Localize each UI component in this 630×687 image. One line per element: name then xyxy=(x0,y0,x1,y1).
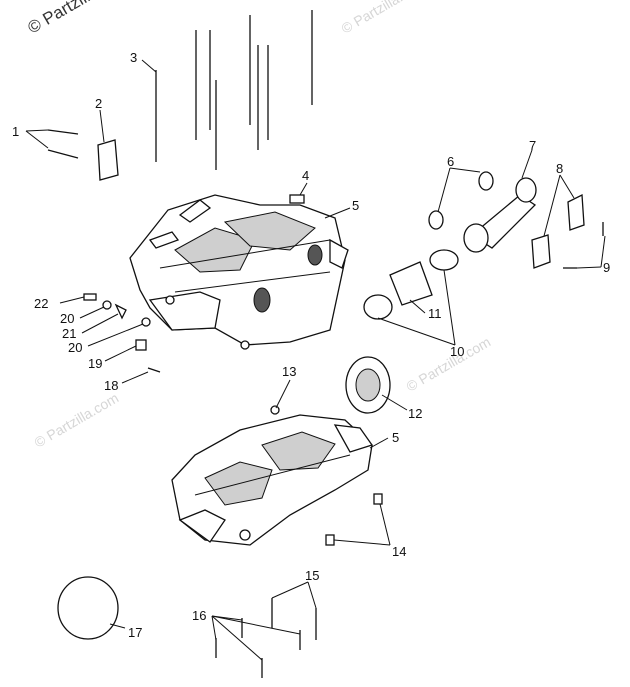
callout-11: 11 xyxy=(428,306,442,321)
callout-9: 9 xyxy=(603,260,610,275)
callout-3: 3 xyxy=(130,50,137,65)
watermark-main: © Partzilla.com xyxy=(25,0,134,37)
part-19-bushing xyxy=(135,339,147,351)
part-17-ring xyxy=(57,576,119,640)
part-20-washer-b xyxy=(141,317,151,327)
callout-16: 16 xyxy=(192,608,206,623)
watermark-left: © Partzilla.com xyxy=(32,390,122,451)
part-22-screw xyxy=(83,293,97,301)
callout-4: 4 xyxy=(302,168,309,183)
part-21-clip xyxy=(114,303,127,320)
callout-5-bottom: 5 xyxy=(392,430,399,445)
part-10-clamp-b xyxy=(363,294,393,320)
part-14-plug-a xyxy=(373,493,383,505)
part-8-bracket-a xyxy=(567,193,585,231)
callout-20-top: 20 xyxy=(60,311,74,326)
callout-21: 21 xyxy=(62,326,76,341)
callout-19: 19 xyxy=(88,356,102,371)
part-12-seal xyxy=(345,356,391,414)
part-6-oring-b xyxy=(428,210,444,230)
part-15-16-bolts xyxy=(215,598,317,678)
part-1-bolts xyxy=(47,129,79,159)
lower-crankcase xyxy=(171,405,374,546)
part-7-manifold xyxy=(463,177,537,253)
part-14-plug-b xyxy=(325,534,335,546)
callout-10: 10 xyxy=(450,344,464,359)
callout-17: 17 xyxy=(128,625,142,640)
callout-7: 7 xyxy=(529,138,536,153)
callout-18: 18 xyxy=(104,378,118,393)
callout-15: 15 xyxy=(305,568,319,583)
part-8-bracket-b xyxy=(531,234,551,269)
callout-20-bottom: 20 xyxy=(68,340,82,355)
upper-crankcase xyxy=(129,194,349,350)
leader-lines xyxy=(25,59,606,661)
callout-6: 6 xyxy=(447,154,454,169)
callout-5-top: 5 xyxy=(352,198,359,213)
callout-12: 12 xyxy=(408,406,422,421)
watermark-top-right: © Partzilla.com xyxy=(339,0,429,37)
callout-2: 2 xyxy=(95,96,102,111)
callout-8: 8 xyxy=(556,161,563,176)
callout-13: 13 xyxy=(282,364,296,379)
part-10-clamp-a xyxy=(429,249,459,271)
callout-22: 22 xyxy=(34,296,48,311)
callout-labels: 1 2 3 4 5 5 6 7 8 9 10 11 12 13 14 15 16… xyxy=(12,50,610,640)
part-4-pin xyxy=(289,194,305,204)
part-6-oring-a xyxy=(478,171,494,191)
callout-1: 1 xyxy=(12,124,19,139)
callout-14: 14 xyxy=(392,544,406,559)
part-2-plate xyxy=(97,139,119,181)
part-11-sleeve xyxy=(389,261,433,306)
studs-group xyxy=(155,10,313,170)
part-20-washer-a xyxy=(102,300,112,310)
part-18-dowel xyxy=(147,367,161,373)
